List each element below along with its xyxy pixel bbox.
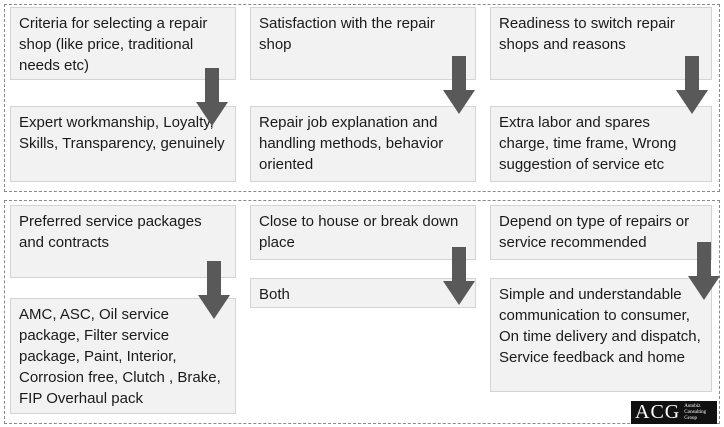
- top-question-group: [4, 4, 720, 192]
- packages-answer-text: AMC, ASC, Oil service package, Filter se…: [19, 306, 221, 407]
- logo-subtext: Autobiz Consulting Group: [684, 403, 707, 421]
- satisfaction-answer-box: Repair job explanation and handling meth…: [250, 106, 476, 182]
- repair-type-answer-box: Simple and understandable communication …: [490, 278, 712, 392]
- down-arrow-icon: [688, 242, 720, 300]
- location-header-box: Close to house or break down place: [250, 205, 476, 260]
- location-header-text: Close to house or break down place: [259, 213, 459, 251]
- packages-header-box: Preferred service packages and contracts: [10, 205, 236, 278]
- criteria-answer-box: Expert workmanship, Loyalty, Skills, Tra…: [10, 106, 236, 182]
- switch-answer-text: Extra labor and spares charge, time fram…: [499, 114, 677, 173]
- criteria-header-box: Criteria for selecting a repair shop (li…: [10, 7, 236, 80]
- bottom-question-group: [4, 200, 720, 424]
- repair-type-header-box: Depend on type of repairs or service rec…: [490, 205, 712, 260]
- packages-answer-box: AMC, ASC, Oil service package, Filter se…: [10, 298, 236, 414]
- switch-header-box: Readiness to switch repair shops and rea…: [490, 7, 712, 80]
- criteria-header-text: Criteria for selecting a repair shop (li…: [19, 15, 208, 74]
- acg-logo: ACG Autobiz Consulting Group: [631, 401, 717, 424]
- logo-mark: ACG: [635, 401, 681, 423]
- repair-type-header-text: Depend on type of repairs or service rec…: [499, 213, 690, 251]
- down-arrow-icon: [443, 56, 475, 114]
- location-answer-text: Both: [259, 286, 290, 303]
- criteria-answer-text: Expert workmanship, Loyalty, Skills, Tra…: [19, 114, 225, 152]
- repair-type-answer-text: Simple and understandable communication …: [499, 286, 701, 366]
- down-arrow-icon: [196, 68, 228, 126]
- down-arrow-icon: [443, 247, 475, 305]
- switch-answer-box: Extra labor and spares charge, time fram…: [490, 106, 712, 182]
- satisfaction-header-text: Satisfaction with the repair shop: [259, 15, 435, 53]
- switch-header-text: Readiness to switch repair shops and rea…: [499, 15, 675, 53]
- down-arrow-icon: [198, 261, 230, 319]
- location-answer-box: Both: [250, 278, 476, 308]
- packages-header-text: Preferred service packages and contracts: [19, 213, 202, 251]
- satisfaction-header-box: Satisfaction with the repair shop: [250, 7, 476, 80]
- down-arrow-icon: [676, 56, 708, 114]
- satisfaction-answer-text: Repair job explanation and handling meth…: [259, 114, 444, 173]
